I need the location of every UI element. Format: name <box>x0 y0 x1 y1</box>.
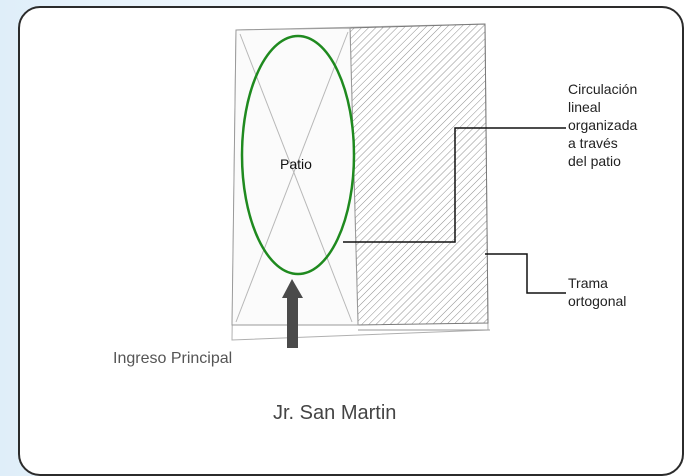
trama-leader-line <box>485 253 566 294</box>
circulacion-label-line: lineal <box>568 99 601 115</box>
circulacion-label-line: a través <box>568 135 618 151</box>
ingreso-principal-label: Ingreso Principal <box>113 350 233 367</box>
trama-label-line: Trama <box>568 275 608 291</box>
circulacion-label: Circulación lineal organizada a través d… <box>568 80 688 170</box>
circulacion-label-line: Circulación <box>568 81 638 97</box>
patio-ellipse <box>240 34 356 276</box>
circulacion-leader-line <box>343 127 566 243</box>
entrance-arrow-icon <box>282 279 303 348</box>
street-name-label: Jr. San Martin <box>273 402 397 424</box>
courtyard-cross-line <box>235 31 349 323</box>
hatched-building <box>349 23 489 326</box>
circulacion-label-line: del patio <box>568 153 621 169</box>
patio-label: Patio <box>280 156 312 172</box>
courtyard-cross-line <box>239 33 353 323</box>
circulacion-label-line: organizada <box>568 117 638 133</box>
trama-label-line: ortogonal <box>568 293 627 309</box>
trama-label: Trama ortogonal <box>568 274 668 310</box>
site-plan-diagram <box>231 23 566 348</box>
